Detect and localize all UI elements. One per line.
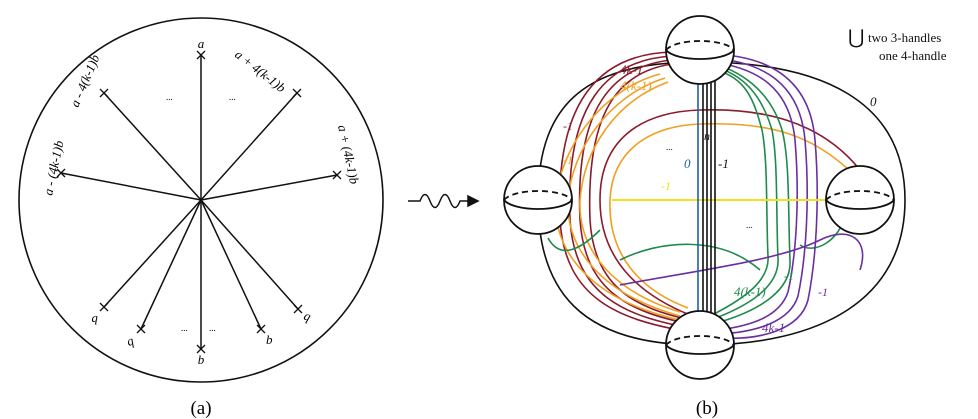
spoke-upper-right (200, 92, 298, 201)
caption-a: (a) (190, 398, 211, 419)
dots-inner-left: ... (666, 142, 673, 152)
spoke-right (200, 174, 338, 201)
label-minus1-green: -1 (784, 269, 794, 283)
squiggly-arrow-icon (408, 193, 480, 209)
dots-bottom-right: ... (209, 323, 216, 333)
ball-left (503, 165, 573, 235)
caption-b: (b) (696, 398, 718, 419)
label-0-blue: 0 (684, 156, 691, 171)
vertical-strands (697, 80, 716, 320)
label-b-2: b (125, 335, 137, 351)
label-minus1-purple: -1 (818, 285, 828, 299)
label-4k-1-purple: 4k-1 (762, 320, 785, 335)
label-a: a (198, 36, 205, 51)
left-diagram: a a - 4(k-1)b a + 4(k-1)b a - (4k-1)b a … (18, 17, 384, 419)
label-a-plus-4k1b: a + 4(k-1)b (232, 47, 289, 96)
label-0-outer: 0 (870, 94, 877, 109)
spoke-lower-right (200, 199, 299, 310)
label-4k-1-red: 4k-1 (620, 62, 643, 77)
purple-strands (619, 53, 864, 340)
note-four-handle: one 4-handle (879, 48, 947, 63)
label-4k1-green: 4(k-1) (734, 284, 766, 299)
label-b-4: b (266, 332, 273, 347)
ball-bottom (665, 310, 735, 380)
dots-top-right: ... (229, 92, 236, 102)
spoke-left (60, 172, 202, 201)
union-symbol: ⋃ (848, 27, 864, 49)
label-minus1-black: -1 (718, 156, 729, 171)
label-b-3: b (198, 352, 205, 367)
spokes (60, 55, 338, 349)
dots-bottom-left: ... (181, 323, 188, 333)
label-a-minus-4k1b: a - 4(k-1)b (67, 52, 103, 109)
dots-inner-right: ... (746, 220, 753, 230)
label-minus1-orange: -1 (563, 153, 573, 167)
spoke-lower-left (103, 199, 202, 308)
outer-circle (18, 17, 384, 383)
endpoint-crosses (56, 50, 342, 354)
label-b-1: b (91, 313, 98, 328)
spoke-lower-left-2 (140, 199, 202, 330)
label-a-minus-4k-1b: a - (4k-1)b (40, 139, 66, 197)
label-minus1-yellow: -1 (661, 179, 671, 193)
label-4k1-orange: 4(k-1) (620, 78, 652, 93)
label-minus1-red: -1 (563, 119, 573, 133)
dots-top-left: ... (166, 92, 173, 102)
spoke-upper-left (103, 92, 202, 201)
spoke-lower-right-2 (200, 199, 262, 330)
ball-top (665, 15, 735, 85)
ball-right (825, 165, 895, 235)
note-three-handles: two 3-handles (868, 30, 941, 45)
label-b-5: b (300, 310, 312, 326)
right-diagram: 4k-1 4(k-1) -1 -1 -1 0 n 0 -1 ... ... 4(… (503, 15, 947, 419)
label-n: n (704, 129, 710, 143)
